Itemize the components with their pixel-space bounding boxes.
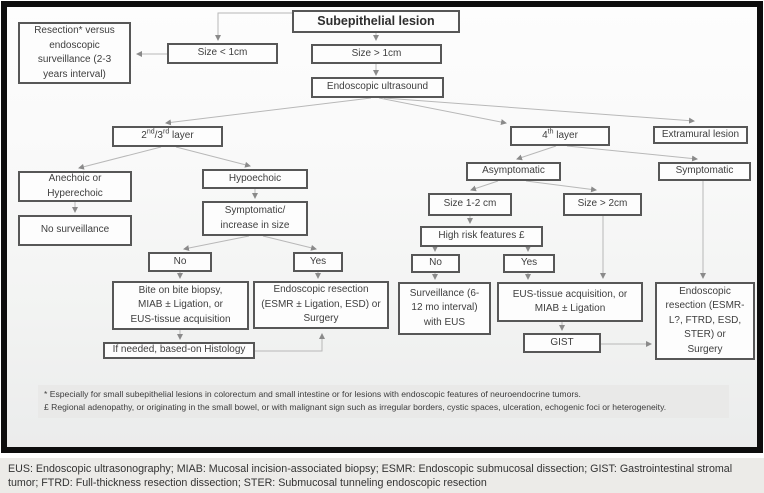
- node-size-1-2cm: Size 1-2 cm: [428, 193, 512, 216]
- node-eus-tissue-acquisition: EUS-tissue acquisition, or MIAB ± Ligati…: [497, 282, 643, 322]
- node-extramural-lesion: Extramural lesion: [653, 126, 748, 144]
- node-yes-right: Yes: [503, 254, 555, 273]
- node-anechoic-or-hyperechoic: Anechoic or Hyperechoic: [18, 171, 132, 202]
- node-2nd-3rd-layer: 2nd/3rd layer: [112, 126, 223, 147]
- node-if-needed-histology: If needed, based-on Histology: [103, 342, 255, 359]
- layer4-label: 4th layer: [542, 128, 578, 141]
- node-surveillance-with-eus: Surveillance (6- 12 mo interval) with EU…: [398, 282, 491, 335]
- node-endoscopic-resection-esmr-esd: Endoscopic resection (ESMR ± Ligation, E…: [253, 281, 389, 329]
- node-no-left: No: [148, 252, 212, 272]
- node-yes-left: Yes: [293, 252, 343, 272]
- node-4th-layer: 4th layer: [510, 126, 610, 146]
- node-symptomatic-increase-in-size: Symptomatic/ increase in size: [202, 201, 308, 236]
- node-hypoechoic: Hypoechoic: [202, 169, 308, 189]
- node-size-gt-2cm: Size > 2cm: [563, 193, 642, 216]
- node-subepithelial-lesion: Subepithelial lesion: [292, 10, 460, 33]
- node-endoscopic-ultrasound: Endoscopic ultrasound: [311, 77, 444, 98]
- abbreviation-legend: EUS: Endoscopic ultrasonography; MIAB: M…: [0, 458, 764, 493]
- footnote-pound: £ Regional adenopathy, or originating in…: [44, 402, 667, 413]
- layer23-label: 2nd/3rd layer: [141, 128, 194, 142]
- footnotes-block: * Especially for small subepithelial les…: [38, 385, 729, 418]
- node-symptomatic: Symptomatic: [658, 162, 751, 181]
- node-asymptomatic: Asymptomatic: [466, 162, 561, 181]
- node-high-risk-features: High risk features £: [420, 226, 543, 247]
- node-size-gt-1cm: Size > 1cm: [311, 44, 442, 64]
- node-no-right: No: [411, 254, 460, 273]
- node-gist: GIST: [523, 333, 601, 353]
- node-size-lt-1cm: Size < 1cm: [167, 43, 278, 64]
- footnote-asterisk: * Especially for small subepithelial les…: [44, 389, 581, 399]
- node-resection-vs-surveillance: Resection* versus endoscopic surveillanc…: [18, 22, 131, 84]
- node-no-surveillance: No surveillance: [18, 215, 132, 246]
- node-bite-on-bite-biopsy: Bite on bite biopsy, MIAB ± Ligation, or…: [112, 281, 249, 330]
- node-endoscopic-resection-ftrd-ster: Endoscopic resection (ESMR- L?, FTRD, ES…: [655, 282, 755, 360]
